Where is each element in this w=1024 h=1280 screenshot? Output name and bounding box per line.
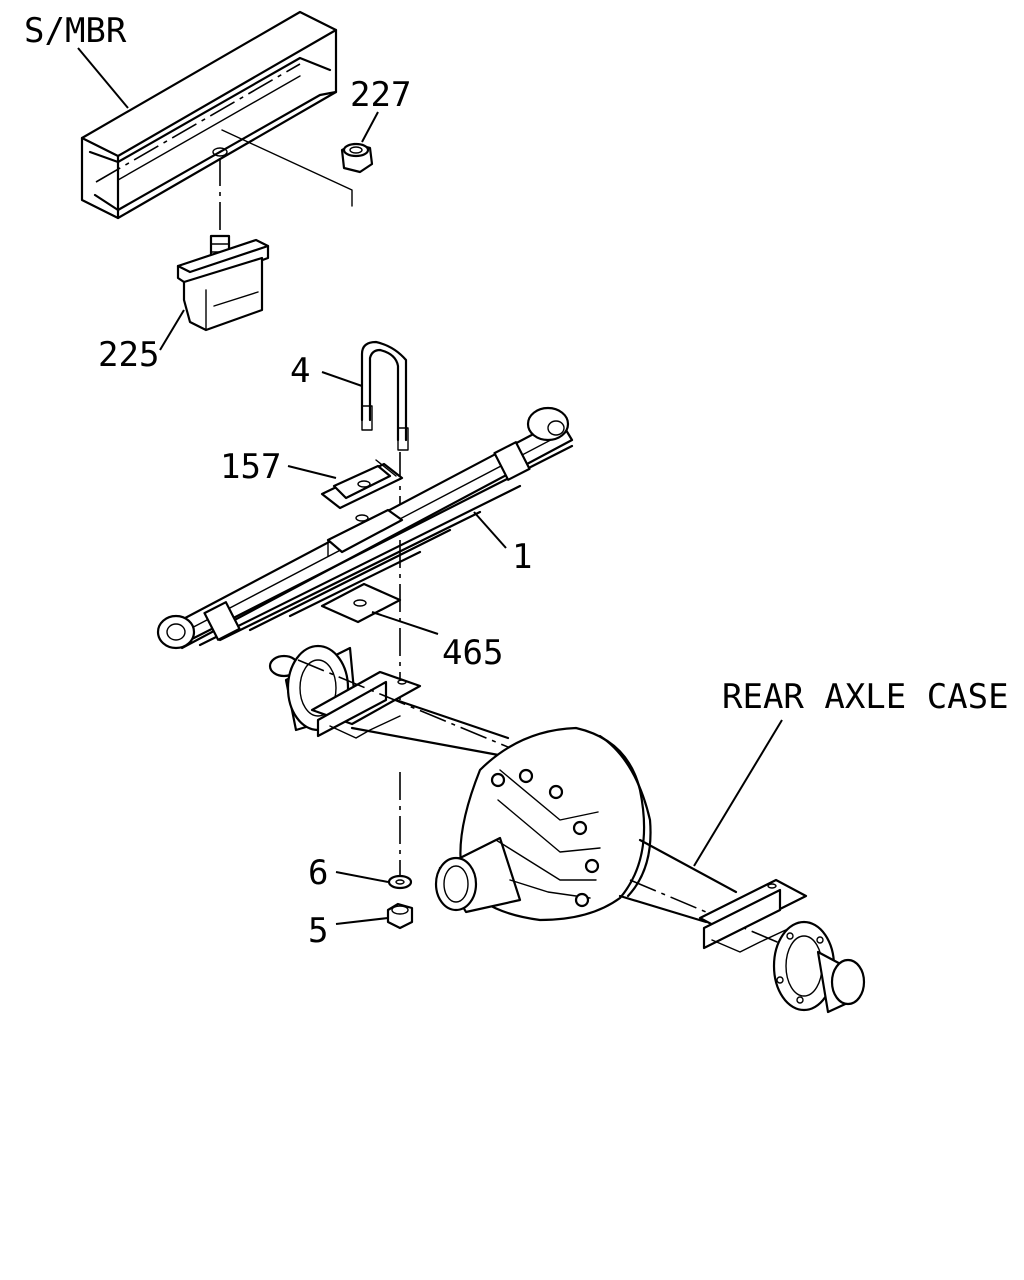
nut-227 (340, 142, 374, 174)
label-465: 465 (442, 633, 503, 673)
label-225: 225 (98, 335, 159, 375)
label-rear-axle-case: REAR AXLE CASE (722, 677, 1009, 717)
rear-axle-case (268, 644, 866, 1014)
u-bolt-4 (360, 340, 409, 451)
side-member (80, 10, 338, 220)
leaf-spring-1 (156, 406, 574, 650)
label-157: 157 (220, 447, 281, 487)
label-227: 227 (350, 75, 411, 115)
washer-6 (387, 874, 413, 890)
label-5: 5 (308, 911, 328, 951)
nut-routing-line (221, 129, 353, 207)
nut-5 (386, 902, 414, 930)
bump-stopper-225 (176, 234, 270, 332)
label-s-mbr: S/MBR (24, 11, 127, 51)
spring-plate-157 (320, 459, 404, 510)
spacer-465 (320, 582, 402, 624)
label-6: 6 (308, 853, 328, 893)
label-1: 1 (512, 537, 532, 577)
label-4: 4 (290, 351, 310, 391)
